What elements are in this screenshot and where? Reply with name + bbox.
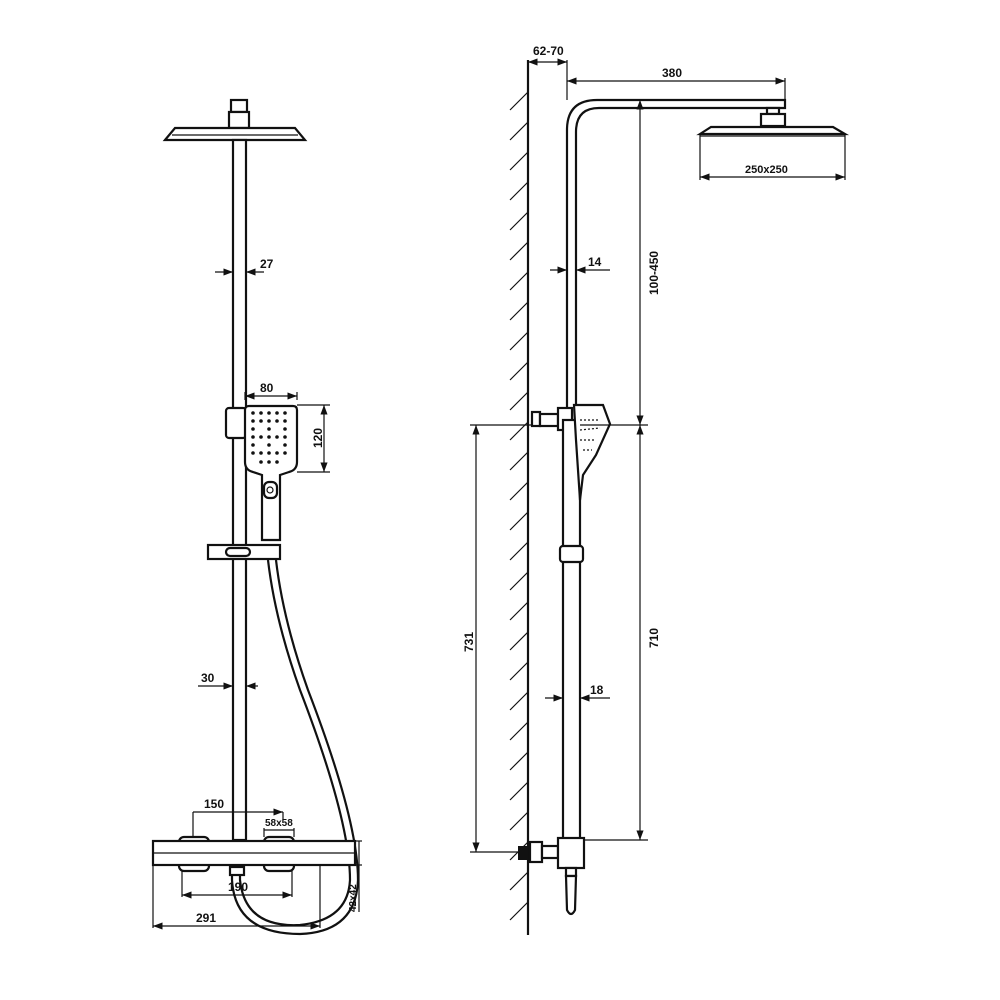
side-shower-head bbox=[696, 106, 850, 137]
wall-hatching bbox=[509, 91, 529, 921]
hand-shower bbox=[243, 404, 299, 542]
dim-handshower-width: 80 bbox=[260, 381, 274, 395]
dim-center-distance: 190 bbox=[228, 880, 248, 894]
dim-riser-height: 710 bbox=[647, 628, 661, 648]
shower-hose bbox=[230, 559, 360, 936]
dim-pipe-upper: 27 bbox=[260, 257, 274, 271]
dim-valve-section: 42x42 bbox=[348, 884, 359, 912]
front-view: 27 80 120 bbox=[151, 98, 362, 936]
side-valve bbox=[518, 836, 586, 916]
dim-pipe-upper-side: 14 bbox=[588, 255, 602, 269]
dim-height-adjust: 100-450 bbox=[647, 251, 661, 295]
dim-total-lower: 731 bbox=[462, 632, 476, 652]
side-hand-shower bbox=[572, 403, 612, 501]
shower-arm bbox=[565, 98, 787, 420]
dim-wall-offset: 62-70 bbox=[533, 44, 564, 58]
spray-holes bbox=[251, 411, 287, 464]
riser-pipe bbox=[231, 138, 248, 842]
dim-knob: 58x58 bbox=[265, 818, 293, 829]
thermostatic-valve bbox=[151, 835, 357, 877]
dim-pipe-lower: 30 bbox=[201, 671, 215, 685]
dim-pipe-lower-side: 18 bbox=[590, 683, 604, 697]
dim-head-size: 250x250 bbox=[745, 164, 788, 176]
side-view: 62-70 380 250x250 14 100-450 bbox=[462, 44, 850, 935]
dim-inlet-spacing: 150 bbox=[204, 797, 224, 811]
side-riser-pipe bbox=[561, 418, 582, 867]
mode-button bbox=[262, 480, 279, 500]
rain-shower-head bbox=[162, 98, 308, 142]
side-slide bbox=[558, 544, 585, 564]
dim-arm-length: 380 bbox=[662, 66, 682, 80]
handshower-holder bbox=[224, 406, 248, 440]
dim-valve-length: 291 bbox=[196, 911, 216, 925]
dim-handshower-height: 120 bbox=[311, 428, 325, 448]
